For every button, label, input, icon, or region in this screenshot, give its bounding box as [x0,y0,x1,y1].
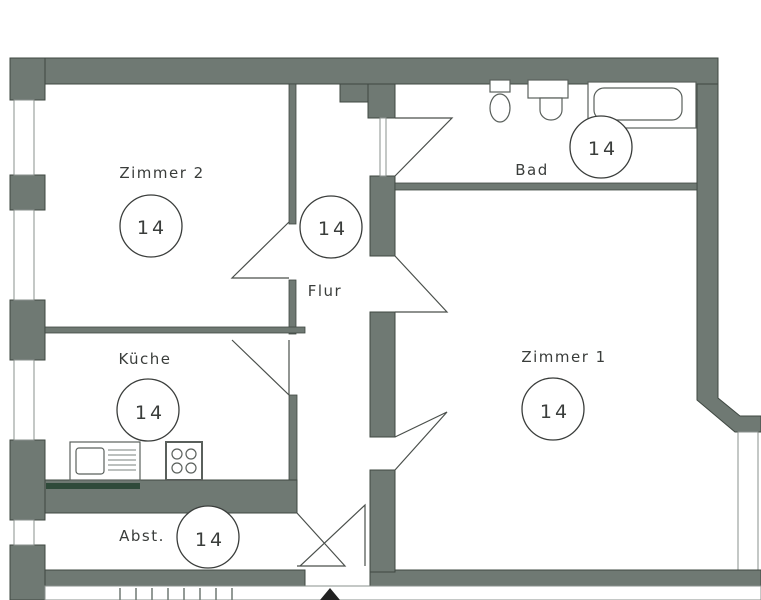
arrow-up-icon [320,588,340,600]
svg-text:14: 14 [540,401,570,423]
kitchen-fixtures [46,441,203,489]
room-zimmer-1: Zimmer 1 14 [521,348,606,441]
svg-text:14: 14 [137,217,167,239]
doors [230,117,454,567]
svg-text:14: 14 [588,138,618,160]
stove-icon [165,441,203,481]
svg-text:14: 14 [135,402,165,424]
svg-text:14: 14 [195,529,225,551]
svg-text:Zimmer 2: Zimmer 2 [119,164,204,182]
room-zimmer-2: Zimmer 2 14 [119,164,204,258]
room-bad: 14 Bad [515,115,633,179]
stairs [119,588,233,600]
toilet-icon [489,79,511,93]
room-kueche: Küche 14 [116,350,180,442]
svg-text:Zimmer 1: Zimmer 1 [521,348,606,366]
room-flur: 14 Flur [299,195,363,300]
sink-icon [527,79,569,99]
svg-text:Bad: Bad [515,161,549,179]
walls [9,57,761,600]
svg-text:Abst.: Abst. [119,527,165,545]
svg-text:14: 14 [318,218,348,240]
svg-text:Küche: Küche [118,350,171,368]
room-abst: Abst. 14 [119,505,240,569]
bathroom-fixtures [489,79,697,129]
svg-text:Flur: Flur [308,282,342,300]
